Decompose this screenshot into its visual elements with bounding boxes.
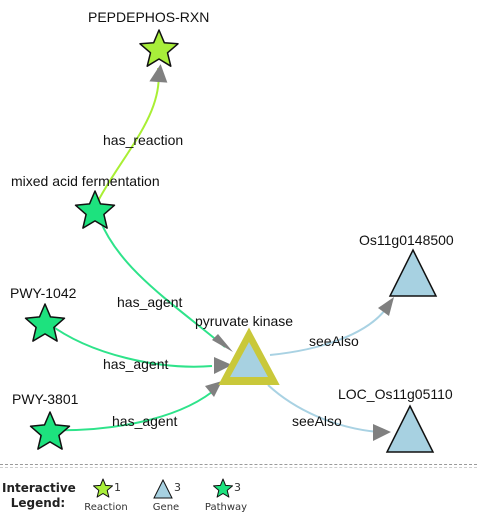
interactive-legend: Interactive Legend: 1 Reaction 3 Gene 3 …: [0, 464, 477, 515]
edge-has-reaction[interactable]: has_reaction: [95, 63, 183, 206]
triangle-icon: [388, 248, 438, 297]
node-label-mixed-acid: mixed acid fermentation: [11, 173, 160, 189]
network-graph[interactable]: has_reaction has_agent has_agent has_age…: [0, 0, 477, 462]
edge-has-agent-pwy3801[interactable]: has_agent: [47, 381, 222, 432]
legend-label-gene: Gene: [152, 502, 180, 513]
node-pwy-1042[interactable]: PWY-1042: [10, 285, 77, 342]
edge-label-see-also-1: seeAlso: [309, 333, 359, 349]
node-mixed-acid-fermentation[interactable]: mixed acid fermentation: [11, 173, 160, 229]
node-loc-os11g05110[interactable]: LOC_Os11g05110: [338, 386, 453, 453]
node-pyruvate-kinase[interactable]: pyruvate kinase: [195, 313, 293, 385]
legend-count-pathway: 3: [234, 481, 241, 494]
selection-highlight: [218, 327, 280, 385]
node-label-pyruvate-kinase: pyruvate kinase: [195, 313, 293, 329]
node-label-pepdephos: PEPDEPHOS-RXN: [88, 9, 209, 25]
triangle-icon: [153, 478, 173, 499]
edge-label-has-reaction: has_reaction: [103, 132, 183, 148]
edge-has-agent-mixed-acid[interactable]: has_agent: [99, 219, 233, 352]
legend-title: Interactive Legend:: [2, 481, 76, 510]
edge-label-see-also-2: seeAlso: [292, 413, 342, 429]
edge-label-has-agent-2: has_agent: [103, 356, 169, 372]
edge-see-also-os11g[interactable]: seeAlso: [269, 297, 394, 356]
node-pepdephos-rxn[interactable]: PEPDEPHOS-RXN: [88, 9, 209, 67]
node-label-loc-os11g05110: LOC_Os11g05110: [338, 386, 453, 402]
legend-label-pathway: Pathway: [204, 502, 248, 513]
star-icon: [29, 411, 71, 450]
triangle-icon: [230, 342, 268, 377]
star-icon: [93, 478, 113, 498]
legend-divider-secondary: [0, 467, 477, 468]
legend-item-gene[interactable]: 3 Gene: [136, 478, 196, 514]
edge-see-also-loc-os11g[interactable]: seeAlso: [267, 384, 391, 441]
star-icon: [74, 190, 116, 229]
star-icon: [24, 303, 66, 342]
node-os11g0148500[interactable]: Os11g0148500: [359, 232, 454, 297]
node-label-os11g0148500: Os11g0148500: [359, 232, 454, 248]
legend-label-reaction: Reaction: [84, 502, 128, 513]
legend-item-reaction[interactable]: 1 Reaction: [76, 478, 136, 514]
legend-item-pathway[interactable]: 3 Pathway: [196, 478, 256, 514]
node-pwy-3801[interactable]: PWY-3801: [12, 391, 79, 450]
star-icon: [213, 478, 233, 498]
legend-count-reaction: 1: [114, 481, 121, 494]
star-icon: [139, 29, 179, 67]
node-label-pwy-3801: PWY-3801: [12, 391, 79, 407]
legend-divider: [0, 464, 477, 465]
edge-has-agent-pwy1042[interactable]: has_agent: [47, 322, 232, 374]
node-label-pwy-1042: PWY-1042: [10, 285, 77, 301]
legend-count-gene: 3: [174, 481, 181, 494]
edge-label-has-agent-3: has_agent: [112, 413, 178, 429]
triangle-icon: [385, 404, 435, 453]
edge-label-has-agent-1: has_agent: [117, 294, 183, 310]
